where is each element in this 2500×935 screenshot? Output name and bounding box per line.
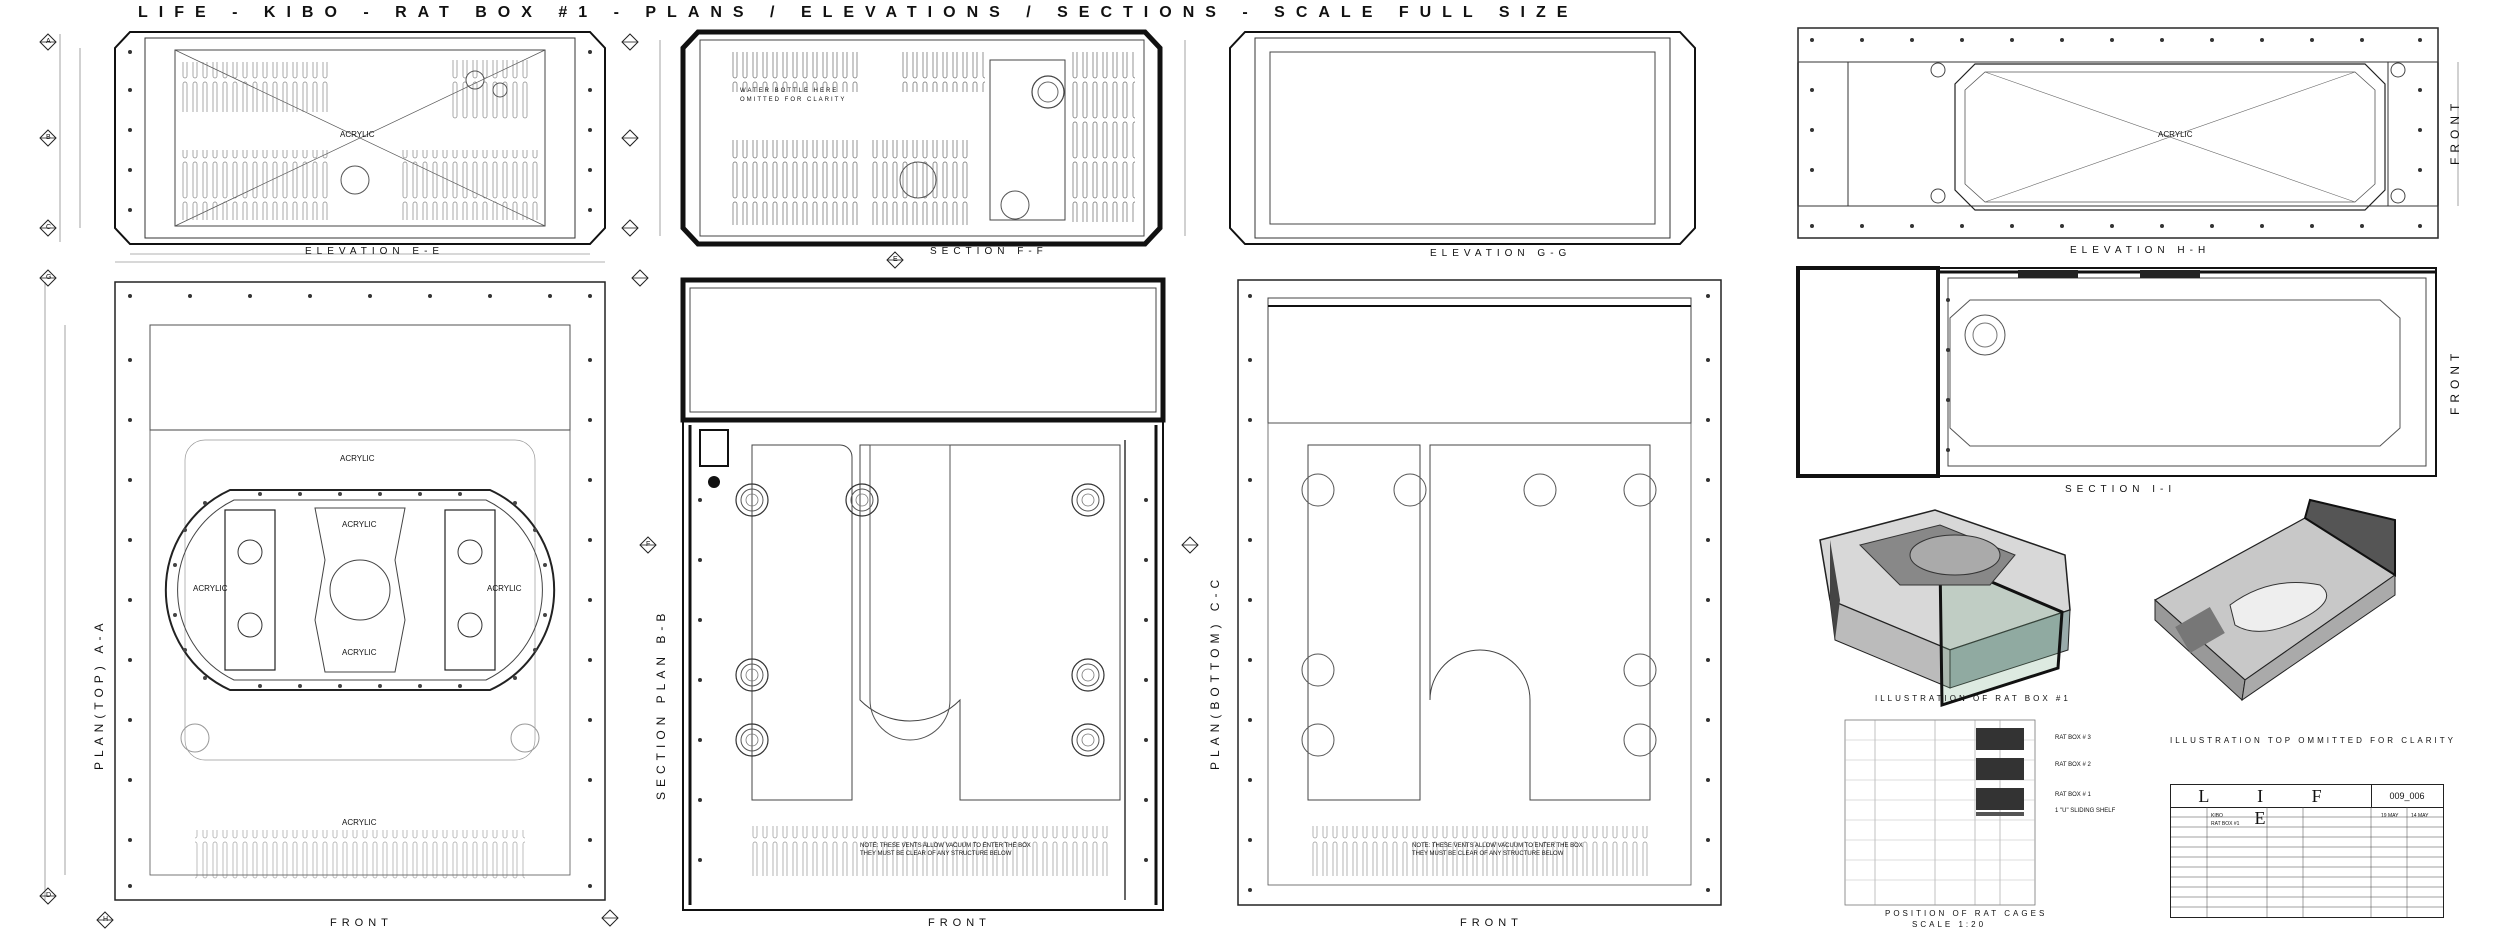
elevation-e-view — [39, 31, 639, 263]
illustration-box-2 — [2153, 498, 2397, 702]
marker-f: F — [646, 541, 651, 548]
callout-acrylic-lower: ACRYLIC — [342, 648, 377, 657]
callout-acrylic-right: ACRYLIC — [487, 584, 522, 593]
plan-bottom-view — [1181, 279, 1722, 906]
label-section-plan-b: SECTION PLAN B-B — [654, 608, 668, 800]
callout-acrylic-center: ACRYLIC — [342, 520, 377, 529]
title-block-row: 19 MAY — [2381, 813, 2399, 819]
marker-c: C — [46, 224, 52, 231]
marker-b: B — [46, 134, 51, 141]
label-elevation-h: ELEVATION H-H — [2070, 245, 2211, 256]
title-block: L I F E 009_006 KIBO RAT BOX #1 19 MAY 1… — [2170, 784, 2444, 918]
callout-rat-box-1: RAT BOX # 1 — [2055, 792, 2091, 798]
title-block-grid — [2171, 807, 2443, 917]
label-section-i: SECTION I-I — [2065, 484, 2177, 495]
label-section-f: SECTION F-F — [930, 246, 1048, 257]
marker-h: H — [103, 916, 109, 923]
callout-note-2-bottom: THEY MUST BE CLEAR OF ANY STRUCTURE BELO… — [1412, 851, 1564, 857]
elevation-g-view — [1229, 31, 1696, 245]
marker-e: E — [893, 256, 898, 263]
label-plan-bottom: PLAN(BOTTOM) C-C — [1208, 574, 1222, 770]
label-front-i: FRONT — [2448, 348, 2462, 415]
elevation-h-view — [1797, 27, 2459, 239]
marker-d: D — [46, 892, 52, 899]
section-plan-b-view — [601, 269, 1166, 927]
label-position-scale: SCALE 1:20 — [1912, 920, 1987, 929]
callout-note-1-bottom: NOTE: THESE VENTS ALLOW VACUUM TO ENTER … — [1412, 843, 1583, 849]
title-block-row: 14 MAY — [2411, 813, 2429, 819]
label-plan-top: PLAN(TOP) A-A — [92, 618, 106, 770]
label-front-top: FRONT — [330, 917, 393, 929]
rat-cage-rack — [1844, 719, 2036, 906]
label-elevation-e: ELEVATION E-E — [305, 246, 445, 257]
label-position-title: POSITION OF RAT CAGES — [1885, 909, 2048, 918]
callout-water-bottle-1: WATER BOTTLE HERE — [740, 88, 839, 94]
section-f-view — [659, 29, 1186, 269]
callout-note-1: NOTE: THESE VENTS ALLOW VACUUM TO ENTER … — [860, 843, 1031, 849]
title-block-project: L I F E — [2171, 785, 2372, 828]
sheet-title: LIFE - KIBO - RAT BOX #1 - PLANS / ELEVA… — [138, 4, 1579, 21]
callout-acrylic-h: ACRYLIC — [2158, 130, 2193, 139]
callout-rat-box-2: RAT BOX # 2 — [2055, 762, 2091, 768]
title-block-row: KIBO — [2211, 813, 2223, 819]
marker-a: A — [46, 38, 51, 45]
label-illustration-1: ILLUSTRATION OF RAT BOX #1 — [1875, 694, 2071, 703]
section-i-view — [1796, 266, 2437, 478]
callout-sliding-shelf: 1 "U" SLIDING SHELF — [2055, 808, 2116, 814]
illustration-box-1 — [1819, 509, 2071, 708]
label-front-section: FRONT — [928, 917, 991, 929]
callout-rat-box-3: RAT BOX # 3 — [2055, 735, 2091, 741]
callout-acrylic-e: ACRYLIC — [340, 130, 375, 139]
callout-water-bottle-2: OMITTED FOR CLARITY — [740, 97, 847, 103]
plan-top-view — [39, 269, 606, 929]
title-block-row: RAT BOX #1 — [2211, 821, 2240, 827]
marker-g: G — [46, 274, 52, 281]
label-front-bottom: FRONT — [1460, 917, 1523, 929]
label-front-h: FRONT — [2448, 98, 2462, 165]
callout-note-2: THEY MUST BE CLEAR OF ANY STRUCTURE BELO… — [860, 851, 1012, 857]
callout-acrylic-top: ACRYLIC — [340, 454, 375, 463]
callout-acrylic-bottom: ACRYLIC — [342, 818, 377, 827]
label-elevation-g: ELEVATION G-G — [1430, 248, 1572, 259]
callout-acrylic-left: ACRYLIC — [193, 584, 228, 593]
label-illustration-2: ILLUSTRATION TOP OMMITTED FOR CLARITY — [2170, 736, 2456, 745]
